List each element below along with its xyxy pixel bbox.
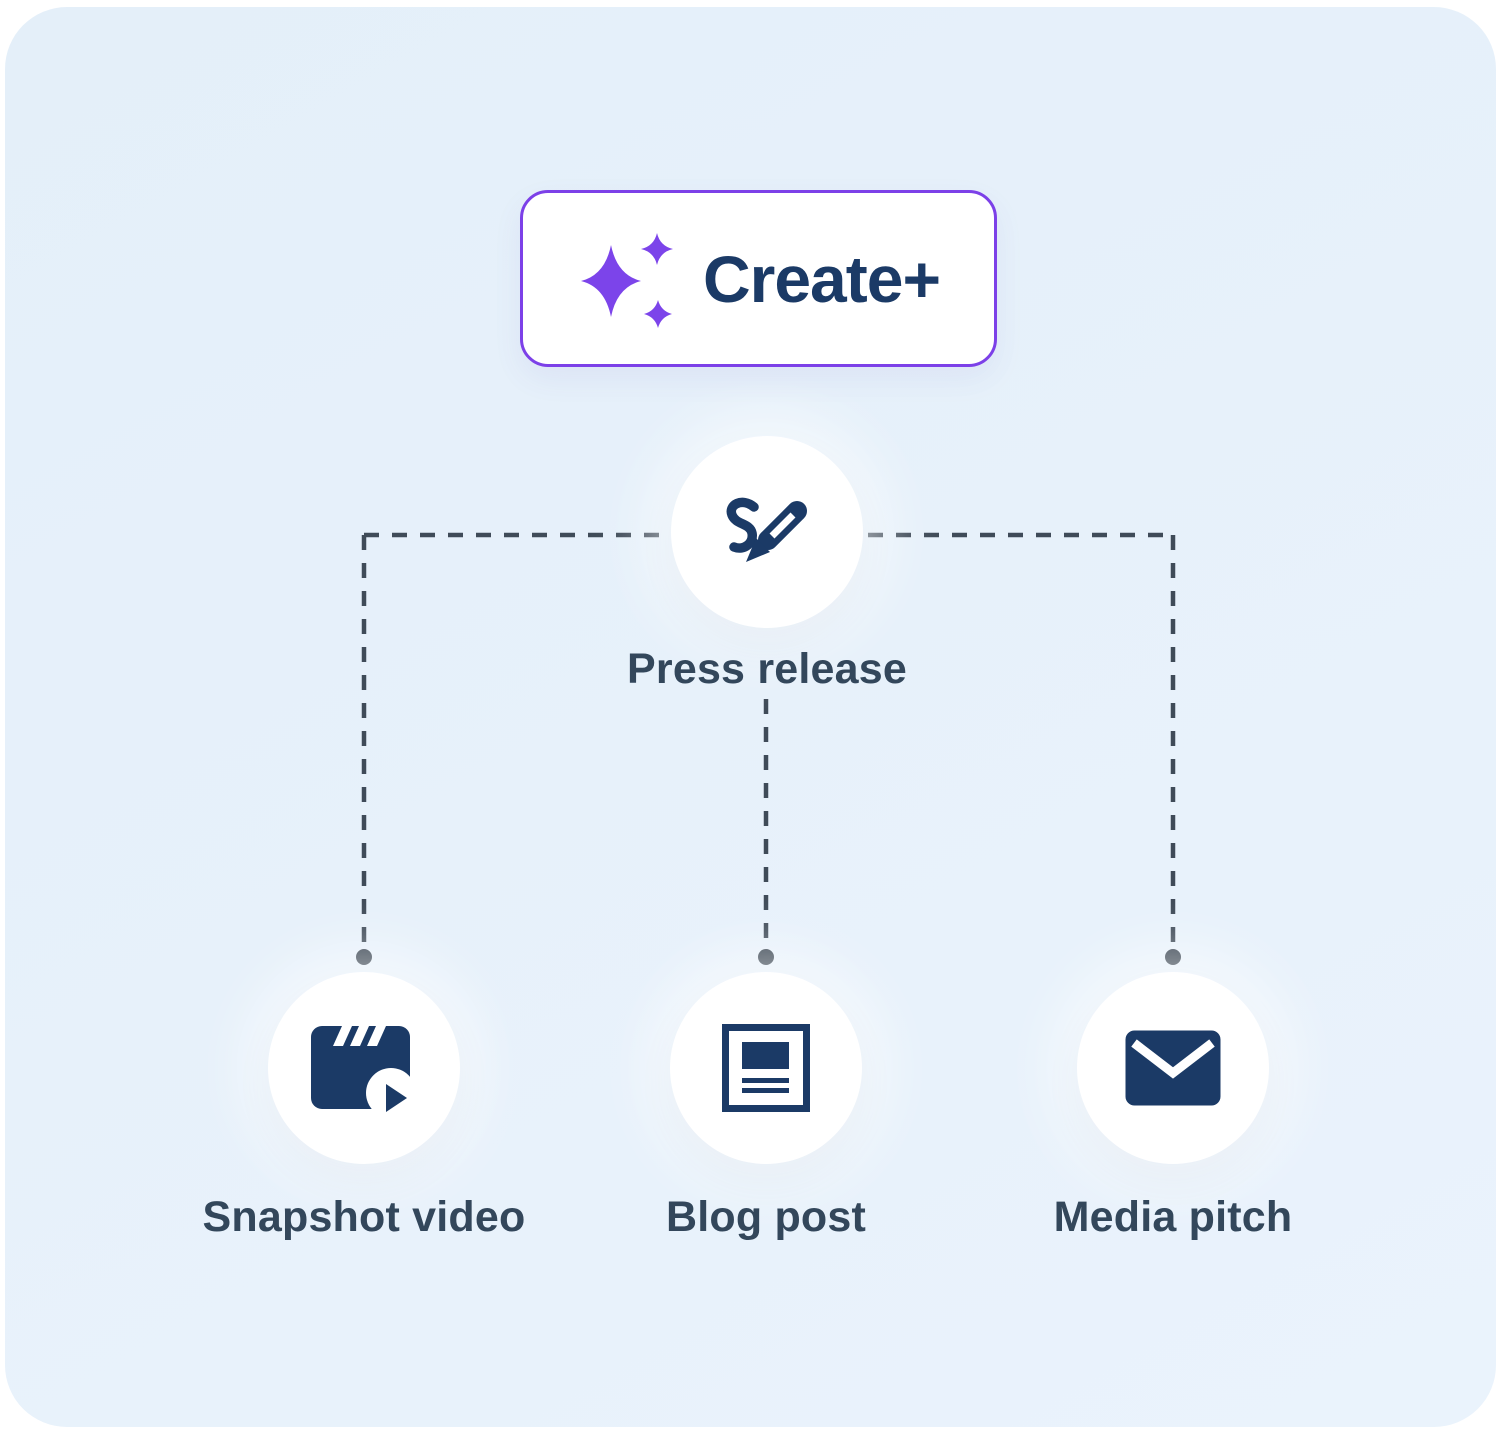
press-release-label: Press release xyxy=(627,645,907,693)
sparkles-icon xyxy=(577,229,677,329)
create-plus-label: Create+ xyxy=(703,241,941,316)
create-plus-button[interactable]: Create+ xyxy=(520,190,997,367)
connector-dot-right xyxy=(1165,949,1181,965)
article-layout-icon xyxy=(722,1024,810,1112)
blog-post-node xyxy=(670,972,862,1164)
media-pitch-node xyxy=(1077,972,1269,1164)
video-clapper-play-icon xyxy=(309,1016,419,1120)
snapshot-video-label: Snapshot video xyxy=(202,1193,526,1241)
snapshot-video-node xyxy=(268,972,460,1164)
connector-dot-left xyxy=(356,949,372,965)
blog-post-label: Blog post xyxy=(665,1193,867,1241)
media-pitch-label: Media pitch xyxy=(1053,1193,1293,1241)
envelope-icon xyxy=(1125,1030,1221,1106)
press-release-node xyxy=(671,436,863,628)
connector-dot-center xyxy=(758,949,774,965)
pen-signature-icon xyxy=(719,484,815,580)
